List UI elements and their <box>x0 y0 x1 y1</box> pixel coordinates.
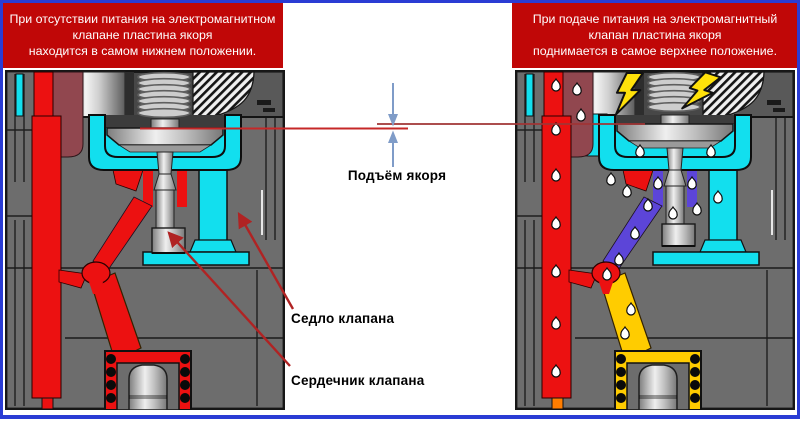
border-right <box>797 0 800 419</box>
valve-svg-right <box>515 70 796 411</box>
callout-line: клапане пластина якоря <box>72 28 213 42</box>
border-top <box>0 0 800 3</box>
lift-arrowhead-up <box>388 130 398 143</box>
callout-line: клапан пластина якоря <box>588 28 722 42</box>
callout-line: поднимается в самое верхнее положение. <box>532 44 778 58</box>
label-armature-lift: Подъём якоря <box>347 168 447 183</box>
valve-svg-left <box>5 70 286 411</box>
callout-line: находится в самом нижнем положении. <box>28 44 257 58</box>
callout-no-power: При отсутствии питания на электромагнитн… <box>2 2 283 68</box>
border-left <box>0 0 3 419</box>
border-bottom <box>0 415 800 419</box>
label-valve-seat: Седло клапана <box>291 311 395 326</box>
label-valve-core: Сердечник клапана <box>291 373 425 388</box>
callout-line: При подаче питания на электромагнитный <box>532 12 778 26</box>
valve-cutaway-de-energized <box>5 70 286 411</box>
callout-powered: При подаче питания на электромагнитный к… <box>512 2 798 68</box>
lift-arrowhead-down <box>388 114 398 127</box>
callout-line: При отсутствии питания на электромагнитн… <box>9 12 276 26</box>
valve-cutaway-energized <box>515 70 796 411</box>
